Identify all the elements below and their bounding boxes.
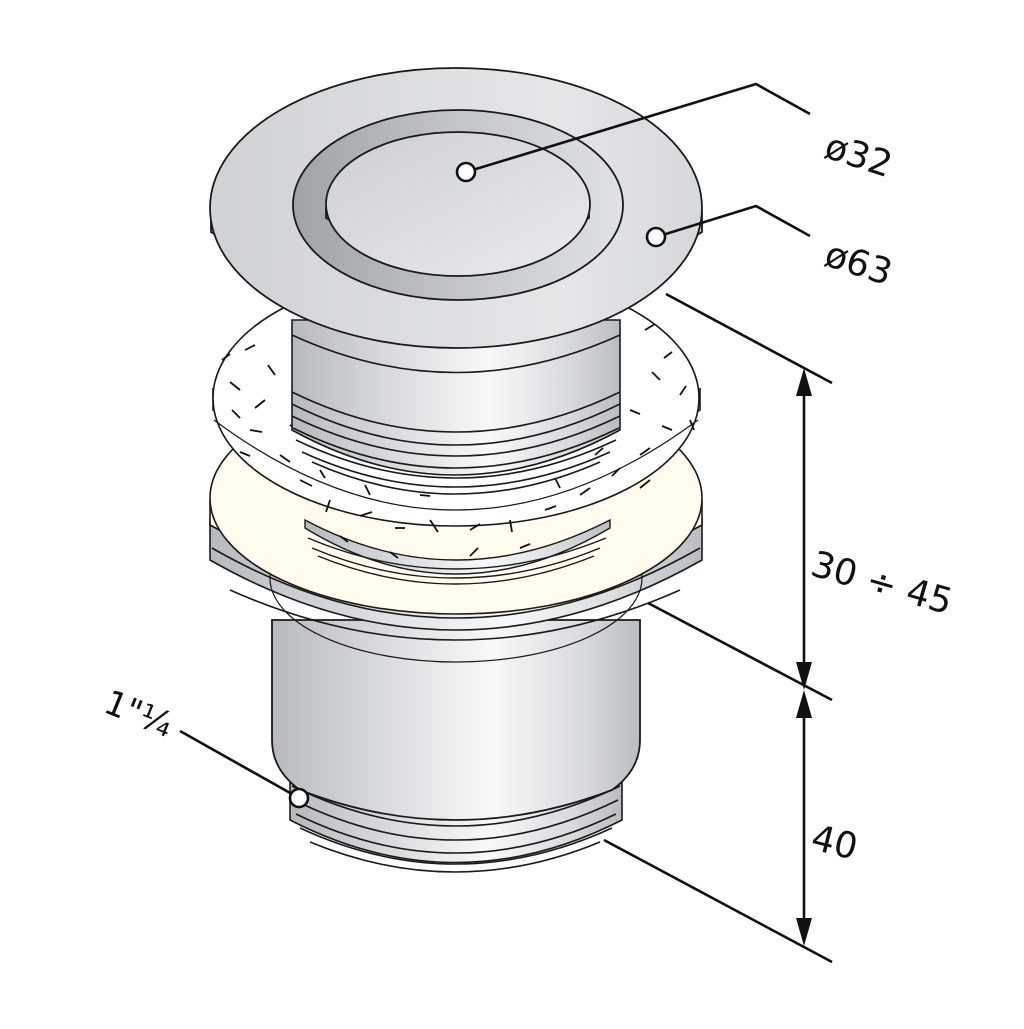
leader-flange <box>655 204 811 239</box>
dimension-lines <box>603 292 833 964</box>
mid-thread <box>304 518 611 585</box>
extension-bottom <box>603 838 833 964</box>
thread-callout-dot <box>288 787 310 809</box>
flange-callout-dot <box>645 226 667 248</box>
cap <box>325 131 591 277</box>
arrow-up-mid <box>796 690 812 718</box>
tail-body <box>271 619 641 821</box>
callout-dots <box>288 161 667 809</box>
arrow-down-bottom <box>796 918 812 946</box>
leader-lines <box>179 82 811 800</box>
upper-thread <box>291 319 621 495</box>
leader-thread <box>179 729 300 800</box>
tail-length-label: 40 <box>807 817 862 869</box>
leader-cap <box>465 82 811 174</box>
extension-top <box>665 292 833 385</box>
extension-middle <box>647 601 833 702</box>
arrow-up-top <box>796 368 812 396</box>
gasket-speckles <box>221 323 695 559</box>
dimension-arrows <box>796 368 812 946</box>
arrow-down-mid <box>796 662 812 690</box>
cap-callout-dot <box>455 161 477 183</box>
